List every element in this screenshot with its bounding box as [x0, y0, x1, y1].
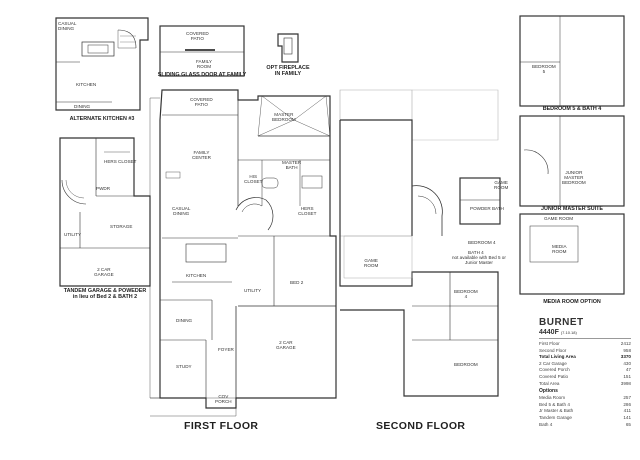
info-row: First Floor 2412 [539, 341, 631, 348]
title-second-floor: SECOND FLOOR [376, 420, 466, 432]
plan-code: 4440F (7.10.18) [539, 329, 577, 336]
info-row-label: Total Living Area [539, 354, 576, 360]
info-row: Total Living Area 3370 [539, 354, 631, 361]
info-row: Tandem Garage 141 [539, 415, 631, 422]
info-row-label: Second Floor [539, 347, 567, 353]
alternate-kitchen-plan [55, 17, 149, 111]
info-row-label: Total Area [539, 380, 560, 386]
label-ff-dining: DINING [176, 318, 193, 323]
label-ff-kitchen: KITCHEN [186, 273, 207, 278]
label-alt-dining: DINING [74, 104, 91, 109]
info-row-value: 257 [623, 395, 631, 401]
info-row: Second Floor 958 [539, 348, 631, 355]
info-row-value: 430 [623, 360, 631, 366]
caption-bed5-bath4: BEDROOM 5 & BATH 4 [542, 106, 602, 112]
info-row: Jr Master & Bath 411 [539, 408, 631, 415]
info-row: Covered Patio 151 [539, 374, 631, 381]
info-row-label: First Floor [539, 341, 560, 346]
info-row-label: Bed 5 & Bath 4 [539, 401, 570, 407]
plan-name: BURNET [539, 317, 584, 328]
label-tandem-hers-closet: HERS CLOSET [104, 159, 137, 164]
info-row-value: 411 [623, 408, 631, 414]
label-tandem-pwdr: PWDR [96, 186, 111, 191]
option-plans [459, 15, 625, 295]
info-row: 2 Car Garage 430 [539, 361, 631, 368]
info-row-value: 958 [623, 347, 631, 353]
info-row: Covered Porch 47 [539, 367, 631, 374]
caption-jr-master-suite: JUNIOR MASTER SUITE [541, 206, 603, 212]
info-row-value: 65 [625, 421, 631, 427]
info-row-value: 286 [623, 401, 631, 407]
options-title: Options [539, 388, 558, 395]
label-alt-kitchen: KITCHEN [76, 82, 97, 87]
label-opt-media-game-room: GAME ROOM [544, 216, 574, 221]
caption-sliding-door: SLIDING GLASS DOOR AT FAMILY [157, 72, 247, 78]
label-opt-powder-bath: POWDER BATH [470, 206, 504, 211]
second-floor-plan [339, 89, 499, 397]
caption-alternate-kitchen: ALTERNATE KITCHEN #3 [69, 116, 135, 122]
info-row-label: Tandem Garage [539, 414, 572, 420]
title-first-floor: FIRST FLOOR [184, 420, 259, 432]
label-opt-bath-4: BATH 4 [468, 250, 484, 255]
info-row-value: 151 [623, 373, 631, 379]
info-row: Media Room 257 [539, 395, 631, 402]
info-row: Total Area 3998 [539, 381, 631, 388]
info-row-label: 2 Car Garage [539, 360, 567, 366]
info-row-value: 3370 [620, 354, 631, 360]
info-row-value: 47 [625, 367, 631, 373]
info-row-label: Covered Porch [539, 367, 570, 373]
label-ff-utility: UTILITY [244, 288, 262, 293]
info-row-label: Bath 4 [539, 421, 553, 427]
first-floor-plan [149, 89, 337, 417]
info-row: Bath 4 65 [539, 422, 631, 429]
info-row-label: Media Room [539, 395, 566, 401]
info-row-value: 2412 [620, 341, 631, 346]
info-row-value: 141 [623, 414, 631, 420]
label-opt-bedroom-4: BEDROOM 4 [468, 240, 496, 245]
label-sf-bedroom: BEDROOM [454, 362, 478, 367]
info-row-label: Covered Patio [539, 373, 569, 379]
label-tandem-storage: STORAGE [110, 224, 133, 229]
info-row-value: 3998 [620, 380, 631, 386]
label-ff-foyer: FOYER [218, 347, 234, 352]
fireplace-plan [277, 33, 299, 63]
info-row-label: Jr Master & Bath [539, 408, 574, 414]
info-row: Bed 5 & Bath 4 286 [539, 402, 631, 409]
label-ff-bed-2: BED 2 [290, 280, 304, 285]
caption-media-room: MEDIA ROOM OPTION [543, 299, 601, 305]
sliding-door-plan [159, 25, 245, 77]
plan-code-note: (7.10.18) [560, 330, 577, 335]
label-ff-study: STUDY [176, 364, 192, 369]
label-tandem-utility: UTILITY [64, 232, 82, 237]
